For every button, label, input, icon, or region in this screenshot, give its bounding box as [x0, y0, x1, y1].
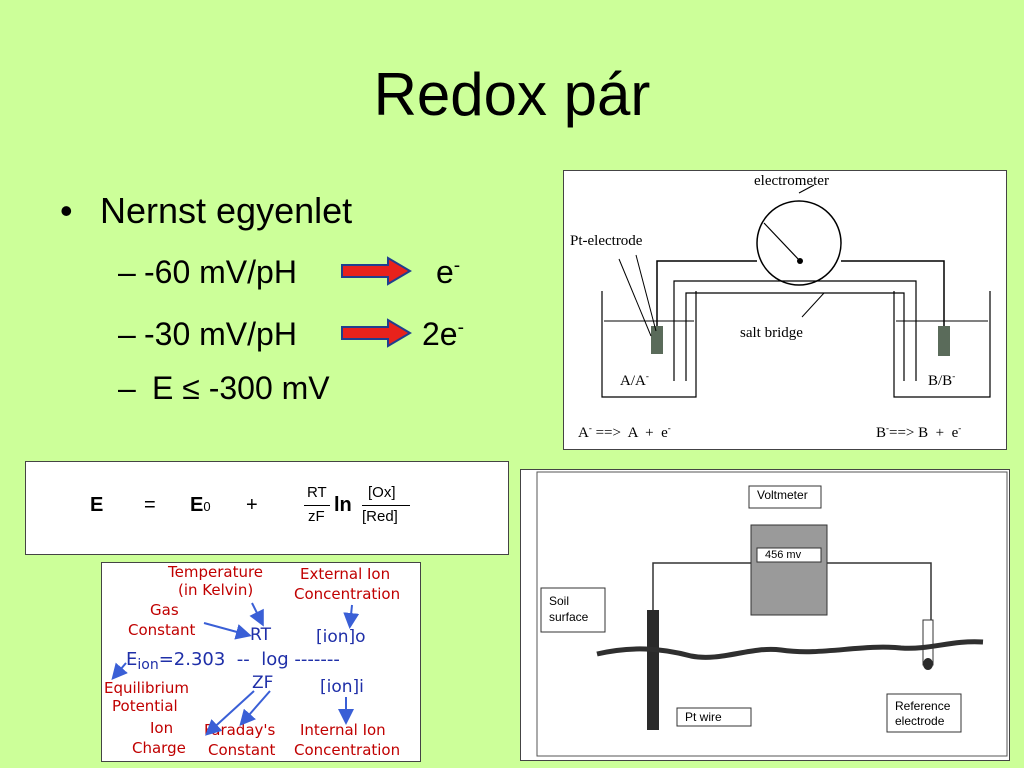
external-label: External Ion: [300, 565, 391, 583]
nernst-equation: Eion=2.303 -- log -------: [126, 649, 340, 673]
voltmeter-reading: 456 mv: [765, 549, 802, 561]
subitem-dash: –: [118, 316, 136, 352]
formula-plus: +: [246, 494, 258, 516]
left-cell-text: A/A: [620, 373, 646, 389]
formula-rt: RT: [307, 484, 327, 501]
subitem-label: E ≤ -300 mV: [152, 370, 330, 406]
right-reaction-species: B: [876, 425, 887, 441]
field-measurement-diagram: Voltmeter 456 mv Soil surface Reference …: [520, 469, 1010, 761]
internal-label: Internal Ion: [300, 721, 386, 739]
ion-label: Ion: [150, 719, 174, 737]
formula-ox: [Ox]: [368, 484, 396, 501]
nernst-formula-box: E = E0 + RT zF ln [Ox] [Red]: [25, 461, 509, 555]
subitem-dash: –: [118, 370, 136, 406]
salt-bridge-label: salt bridge: [740, 325, 803, 341]
subitem-label: -60 mV/pH: [144, 254, 297, 290]
temperature-label: Temperature: [168, 563, 264, 581]
bullet-item: • Nernst egyenlet: [60, 190, 560, 240]
electrometer-drawing: [601, 184, 991, 398]
potential-label: Potential: [112, 697, 178, 715]
internal-conc-label: Concentration: [294, 741, 401, 759]
right-reaction: B-==> B + e-: [876, 423, 961, 442]
bullet-list: • Nernst egyenlet: [60, 190, 560, 240]
field-drawing: [536, 471, 1008, 757]
electrometer-label: electrometer: [754, 173, 829, 189]
red-arrow-icon: [341, 256, 412, 286]
result-text: 2e: [422, 316, 458, 352]
subitem-60mv: – -60 mV/pH e-: [118, 254, 478, 298]
left-reaction-rest: ==> A + e: [591, 425, 668, 441]
subitem-e-threshold: – E ≤ -300 mV: [118, 370, 478, 414]
result-text: e: [436, 254, 454, 290]
subitem-dash: –: [118, 254, 136, 290]
left-reaction-species: A: [578, 425, 589, 441]
eion-sub: ion: [137, 657, 159, 673]
charge-label: Charge: [132, 739, 186, 757]
gas-label: Gas: [150, 601, 179, 619]
fraction-line: [304, 505, 330, 506]
ion-i-term: [ion]i: [320, 677, 364, 697]
pt-wire-label: Pt wire: [685, 710, 722, 724]
annotated-nernst-image: Temperature (in Kelvin) External Ion Con…: [101, 562, 421, 762]
fraction-line: [362, 505, 410, 506]
right-cell-sup: -: [952, 371, 956, 381]
faraday-constant-label: Constant: [208, 741, 276, 759]
result-sup: -: [457, 317, 464, 339]
equation-rest: =2.303 -- log -------: [158, 649, 340, 670]
external-conc-label: Concentration: [294, 585, 401, 603]
minus-sup: -: [886, 423, 890, 433]
reference-label: Reference: [895, 699, 951, 713]
electrode-label: electrode: [895, 714, 945, 728]
soil-label: Soil: [549, 594, 570, 608]
surface-label: surface: [549, 610, 589, 624]
slide-title: Redox pár: [373, 61, 651, 128]
gas-constant-label: Constant: [128, 621, 196, 639]
e0-sub: 0: [203, 499, 211, 514]
minus-sup: -: [588, 423, 592, 433]
subitem-result: e-: [436, 254, 460, 291]
equilibrium-label: Equilibrium: [104, 679, 189, 697]
left-cell-label: A/A-: [620, 371, 649, 390]
eion-e: E: [126, 649, 138, 670]
formula-red: [Red]: [362, 508, 398, 525]
formula-ln: ln: [334, 494, 352, 516]
left-cell-sup: -: [645, 371, 649, 381]
red-arrow-icon: [341, 318, 412, 348]
formula-equals: =: [144, 494, 156, 516]
result-sup: -: [453, 255, 461, 277]
minus-sup: -: [667, 423, 671, 433]
subitem-30mv: – -30 mV/pH 2e-: [118, 316, 478, 360]
pt-electrode-label: Pt-electrode: [570, 233, 643, 249]
bullet-text: Nernst egyenlet: [100, 190, 353, 231]
subitem-label: -30 mV/pH: [144, 316, 297, 352]
rt-term: RT: [250, 625, 271, 645]
bullet-marker: •: [60, 190, 73, 231]
right-reaction-rest: ==> B + e: [889, 425, 959, 441]
kelvin-label: (in Kelvin): [178, 581, 254, 599]
electrometer-diagram: electrometer Pt-electrode salt bridge A/…: [563, 170, 1007, 450]
ion-o-term: [ion]o: [316, 627, 366, 647]
subitem-result: 2e-: [422, 316, 464, 353]
formula-zf: zF: [308, 508, 325, 525]
zf-term: ZF: [252, 673, 274, 693]
left-reaction: A- ==> A + e-: [578, 423, 671, 442]
formula-e: E: [90, 494, 104, 516]
formula-e0: E0: [190, 494, 211, 517]
voltmeter-label: Voltmeter: [757, 488, 808, 502]
e0-text: E: [190, 494, 204, 516]
minus-sup: -: [958, 423, 962, 433]
right-cell-label: B/B-: [928, 371, 955, 390]
annotation-arrows: [111, 602, 360, 736]
right-cell-text: B/B: [928, 373, 953, 389]
